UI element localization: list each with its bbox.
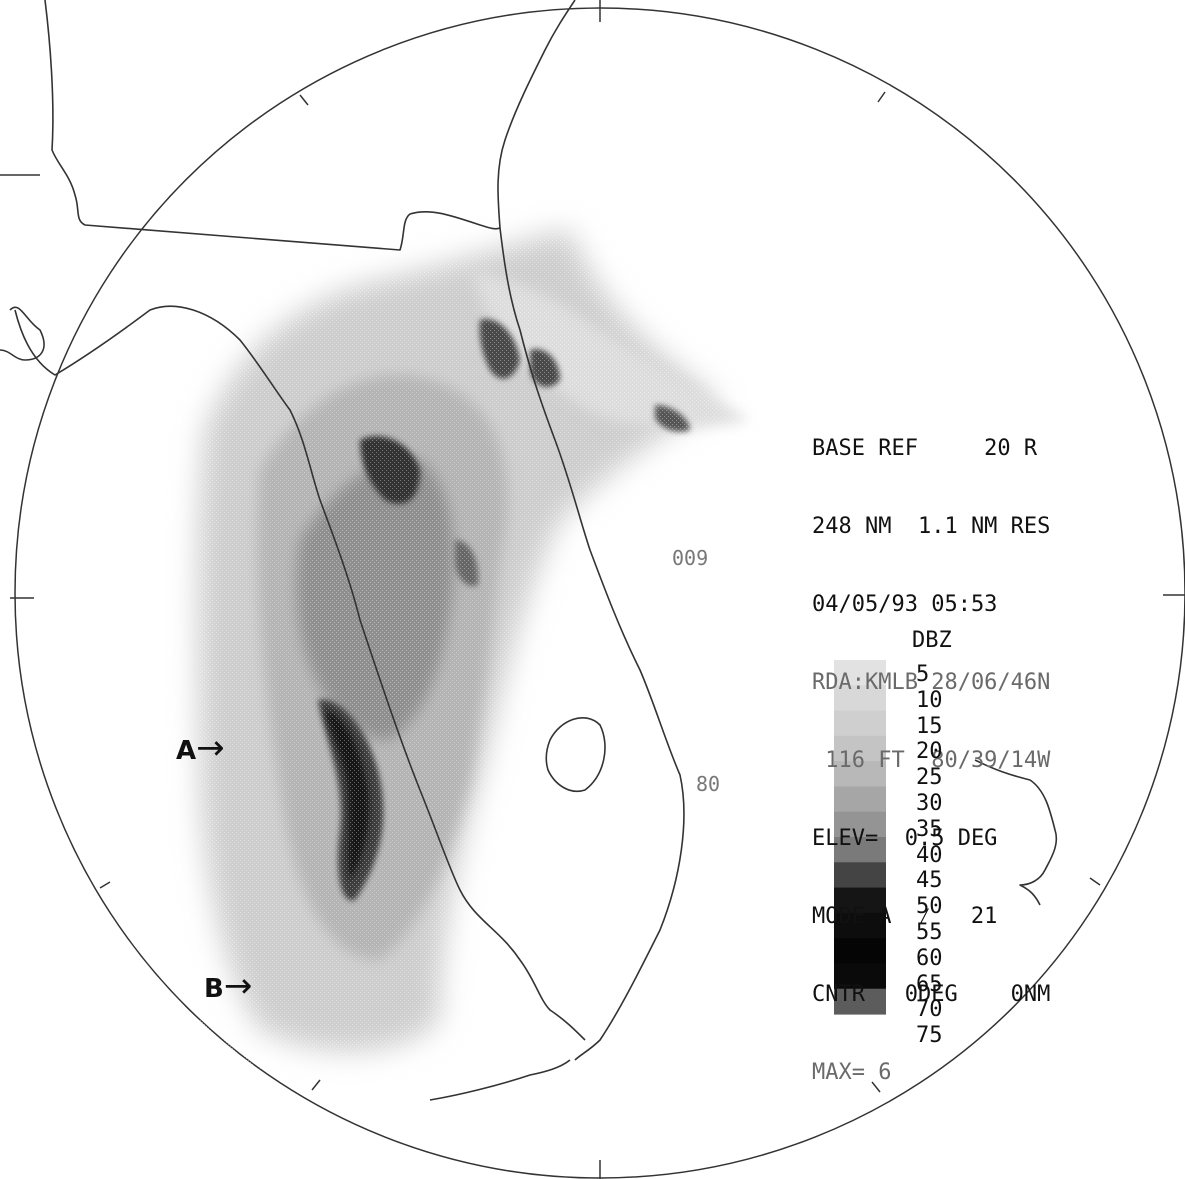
legend-swatch	[834, 761, 886, 788]
legend-swatch	[834, 887, 886, 914]
range-label-east-upper: 009	[672, 546, 709, 570]
header-line: CNTR 0DEG 0NM	[812, 982, 1051, 1007]
legend-label: 35	[916, 816, 943, 842]
legend-label: 25	[916, 765, 943, 791]
legend-swatch	[834, 837, 886, 863]
header-line: 116 FT 80/39/14W	[812, 748, 1051, 773]
legend-label: 40	[916, 842, 943, 868]
legend-swatch	[834, 862, 886, 889]
legend-swatch	[834, 988, 886, 1015]
annotation-a: A→	[176, 728, 225, 768]
legend-swatch	[834, 938, 886, 965]
header-line: 248 NM 1.1 NM RES	[812, 514, 1051, 539]
legend-label: 65	[916, 971, 943, 997]
legend-label: 55	[916, 919, 943, 945]
legend-swatch	[834, 710, 886, 737]
radar-header-info: BASE REF 20 R 248 NM 1.1 NM RES 04/05/93…	[812, 384, 1050, 1112]
state-border-north	[44, 0, 501, 251]
annotation-b-letter: B	[204, 974, 224, 1004]
range-label-east-lower: 80	[696, 772, 721, 796]
legend-swatch	[834, 685, 886, 712]
legend-label: 30	[916, 790, 943, 816]
panhandle-west	[0, 306, 45, 361]
legend-swatch	[834, 786, 886, 813]
legend-label: 20	[916, 739, 943, 765]
legend-label: 60	[916, 945, 943, 971]
annotation-b: B→	[204, 966, 252, 1006]
legend-swatch	[834, 963, 886, 990]
coastline-atlantic	[499, 227, 685, 1061]
geographic-outlines	[0, 0, 1058, 1101]
legend-swatch	[834, 735, 886, 762]
header-line: ELEV= 0.5 DEG	[812, 826, 998, 851]
header-line: BASE REF 20 R	[812, 436, 1038, 461]
coastline-atlantic-north	[497, 0, 576, 229]
legend-label: 15	[916, 713, 943, 739]
precipitation-echoes	[197, 230, 760, 1070]
header-line: MODE A ⁄ 21	[812, 904, 998, 929]
header-line: RDA:KMLB 28/06/46N	[812, 670, 1051, 695]
legend-swatch	[834, 912, 886, 939]
bahamas-island	[974, 759, 1058, 906]
legend-label: 45	[916, 868, 943, 894]
header-line: MAX= 6	[812, 1060, 892, 1085]
lake-okeechobee	[545, 716, 606, 792]
arrow-icon: →	[223, 966, 253, 1006]
legend-title: DBZ	[912, 628, 952, 653]
legend-label: 70	[916, 997, 943, 1023]
legend-label: 50	[916, 894, 943, 920]
arrow-icon: →	[196, 728, 225, 768]
coastline-gulf-west	[319, 499, 586, 1041]
dbz-legend-bar	[834, 660, 886, 1015]
coastline-gulf	[14, 305, 321, 501]
annotation-a-letter: A	[176, 736, 197, 766]
legend-swatch	[834, 660, 886, 686]
legend-label: 75	[916, 1023, 943, 1049]
legend-swatch	[834, 811, 886, 838]
legend-label: 10	[916, 687, 943, 713]
legend-label: 5	[916, 662, 930, 687]
range-ring-ticks	[10, 0, 1185, 1179]
header-line: 04/05/93 05:53	[812, 592, 998, 617]
keys-south	[429, 1059, 571, 1101]
